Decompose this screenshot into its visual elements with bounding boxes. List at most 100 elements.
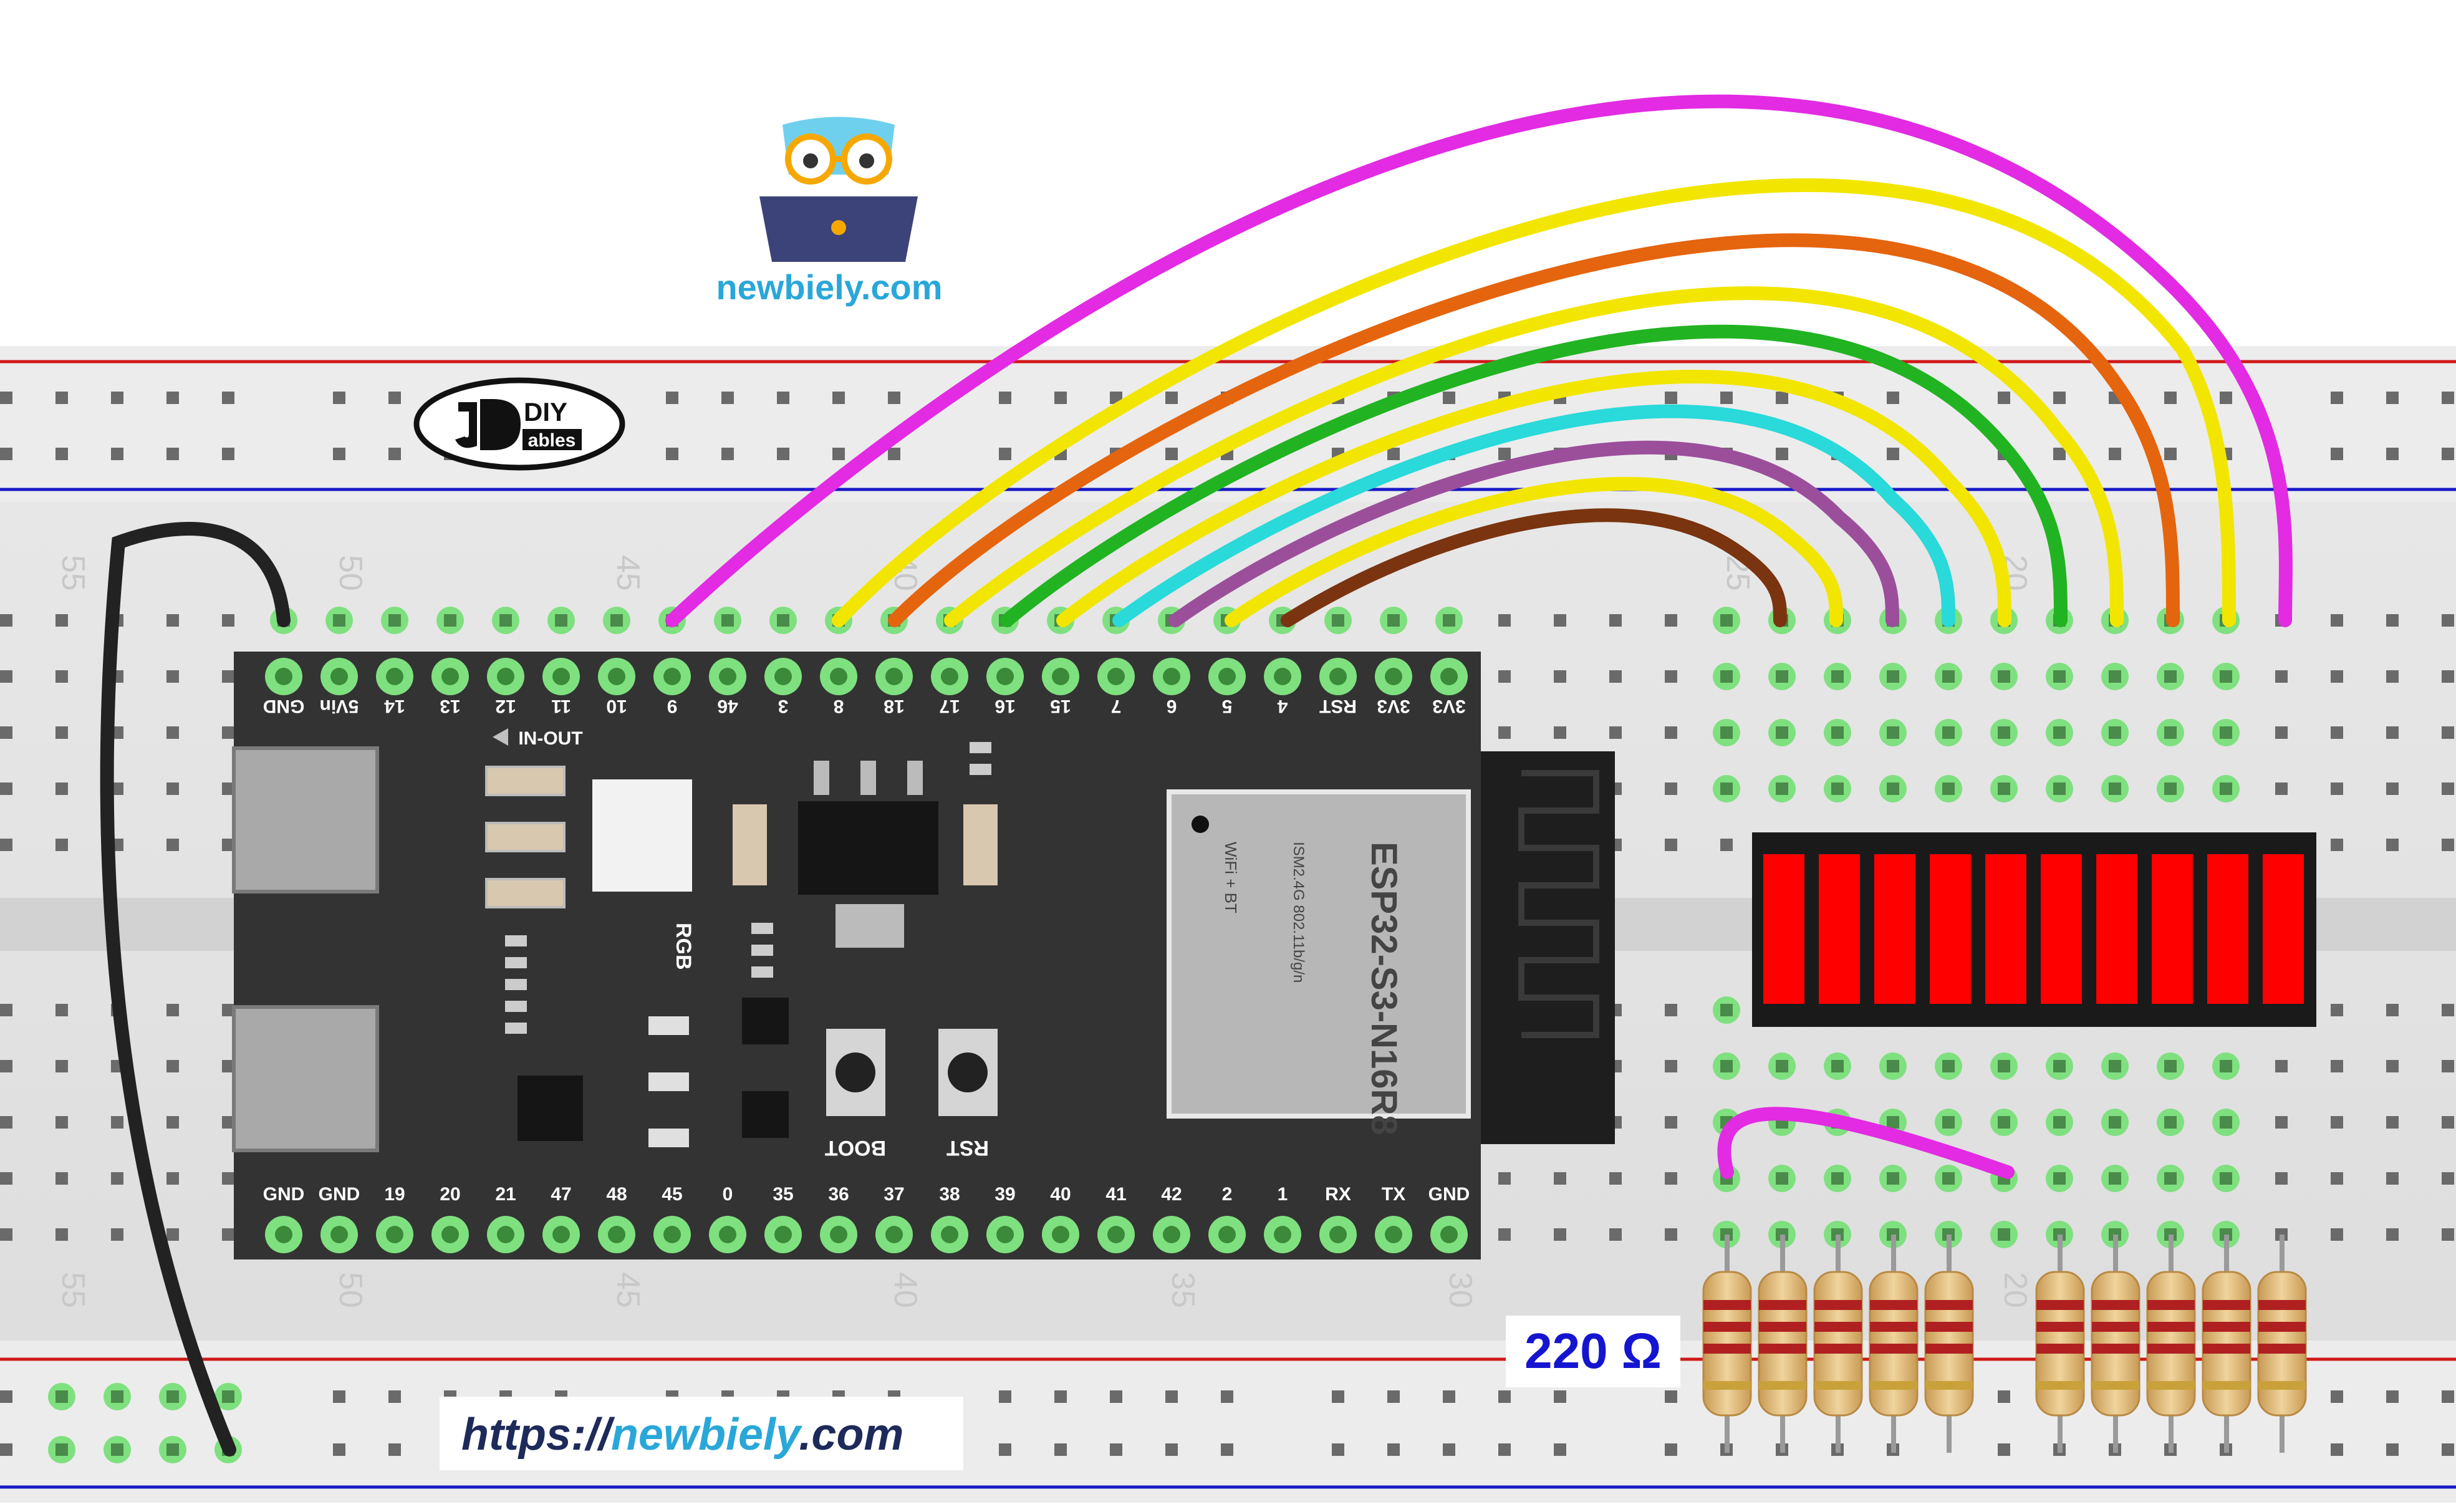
header-pin-hole (330, 1226, 348, 1243)
wire-magenta[interactable] (665, 94, 2293, 627)
connected-hole (2053, 726, 2066, 739)
connected-hole (1831, 726, 1844, 739)
breadboard-hole (0, 670, 12, 683)
resistor-band-red (2036, 1322, 2084, 1332)
breadboard-hole (2386, 670, 2399, 683)
breadboard-hole (222, 670, 234, 683)
led-segment (2041, 854, 2082, 1004)
wire-purple[interactable] (1168, 440, 1899, 627)
resistor-band-red (1759, 1322, 1806, 1332)
header-pin-hole (608, 668, 625, 685)
breadboard-hole (166, 1228, 179, 1241)
rail-hole (777, 448, 789, 460)
breadboard-hole (2331, 670, 2343, 683)
header-pin-hole (1440, 1226, 1458, 1243)
rail-hole (222, 448, 234, 460)
rst-button[interactable] (948, 1052, 988, 1092)
rail-hole (2331, 448, 2343, 460)
col-num-40-bottom: 40 (887, 1272, 923, 1308)
connected-hole (1887, 1172, 1899, 1185)
wire-black-gnd[interactable] (100, 521, 291, 1457)
connected-hole (166, 1390, 179, 1403)
breadboard-hole (166, 670, 179, 683)
wire-yellow-outer[interactable] (832, 178, 2236, 627)
pin-label-top: 7 (1111, 696, 1122, 716)
wire-green[interactable] (1000, 324, 2068, 627)
wire-magenta-jumper[interactable] (1717, 1107, 2015, 1179)
connected-hole (2220, 782, 2232, 795)
rail-hole (1554, 1443, 1566, 1456)
connected-hole (2220, 1116, 2232, 1129)
wire-orange[interactable] (888, 233, 2180, 627)
wire-cyan[interactable] (1112, 404, 1955, 627)
breadboard-hole (2386, 1116, 2399, 1129)
breadboard-hole (1665, 670, 1677, 683)
breadboard-hole (1665, 1004, 1677, 1016)
header-pin-hole (1329, 1226, 1347, 1243)
connected-hole (1720, 726, 1733, 739)
connected-hole (1387, 614, 1400, 627)
col-num-50-top: 50 (332, 555, 368, 591)
connected-hole (166, 1443, 179, 1456)
breadboard-hole (1609, 1172, 1622, 1185)
connected-hole (1942, 782, 1955, 795)
breadboard-hole (1609, 614, 1622, 627)
header-pin-hole (441, 1226, 459, 1243)
resistor-band-red (1925, 1300, 1973, 1310)
breadboard-hole (2386, 839, 2399, 851)
boot-button[interactable] (836, 1052, 875, 1092)
connected-hole (1720, 614, 1733, 627)
connected-hole (2220, 670, 2232, 683)
resistor-value-label: 220 Ω (1524, 1323, 1662, 1379)
wire-brown[interactable] (1281, 508, 1787, 627)
pin-label-bottom: 47 (551, 1184, 571, 1205)
header-pin-hole (1440, 668, 1458, 685)
breadboard-hole (2442, 1228, 2454, 1241)
connected-hole (2109, 1060, 2121, 1072)
resistor-band-red (2147, 1300, 2195, 1310)
resistor-band-red (2203, 1344, 2250, 1354)
rail-hole (777, 392, 789, 404)
breadboard-hole (2442, 1060, 2454, 1072)
rail-hole (2386, 1443, 2399, 1456)
breadboard-hole (222, 614, 234, 627)
url-bg (440, 1397, 963, 1470)
header-pin-hole (1052, 1226, 1069, 1243)
rgb-led (592, 779, 692, 892)
connected-hole (2164, 782, 2177, 795)
rail-hole (1665, 392, 1677, 404)
pin-label-top: 13 (440, 696, 460, 716)
wire-yellow-4[interactable] (1225, 477, 1843, 627)
brand-text: newbiely.com (716, 267, 942, 307)
diyables-logo: DIY ables (413, 377, 625, 471)
rail-hole (2331, 392, 2343, 404)
breadboard-hole (1498, 726, 1511, 739)
resistor-band-red (1759, 1300, 1806, 1310)
breadboard-hole (2331, 614, 2343, 627)
rail-hole (333, 448, 345, 460)
rail-hole (1332, 1443, 1344, 1456)
led-segment (1874, 854, 1915, 1004)
wire-yellow-2[interactable] (944, 286, 2124, 627)
pin-label-top: 3V3 (1377, 696, 1410, 716)
breadboard-hole (55, 614, 68, 627)
connected-hole (1887, 1060, 1899, 1072)
breadboard-hole (166, 839, 179, 851)
connected-hole (1720, 670, 1733, 683)
rail-hole (2442, 392, 2454, 404)
connected-hole (111, 1443, 123, 1456)
wire-yellow-3[interactable] (1056, 370, 2011, 627)
header-pin-hole (608, 1226, 625, 1243)
url-text[interactable]: https://newbiely.com (461, 1410, 903, 1460)
breadboard-hole (2386, 614, 2399, 627)
rail-hole (1332, 1390, 1344, 1403)
rail-hole (832, 448, 845, 460)
rail-hole (666, 448, 678, 460)
col-num-50-bottom: 50 (332, 1272, 368, 1308)
column-numbers: 55 50 45 40 25 20 55 50 45 40 35 30 20 (55, 555, 2033, 1308)
breadboard-hole (2386, 782, 2399, 795)
header-pin-hole (1274, 668, 1291, 685)
connected-hole (1776, 726, 1788, 739)
rail-hole (111, 448, 123, 460)
resistor-band-red (2147, 1322, 2195, 1332)
